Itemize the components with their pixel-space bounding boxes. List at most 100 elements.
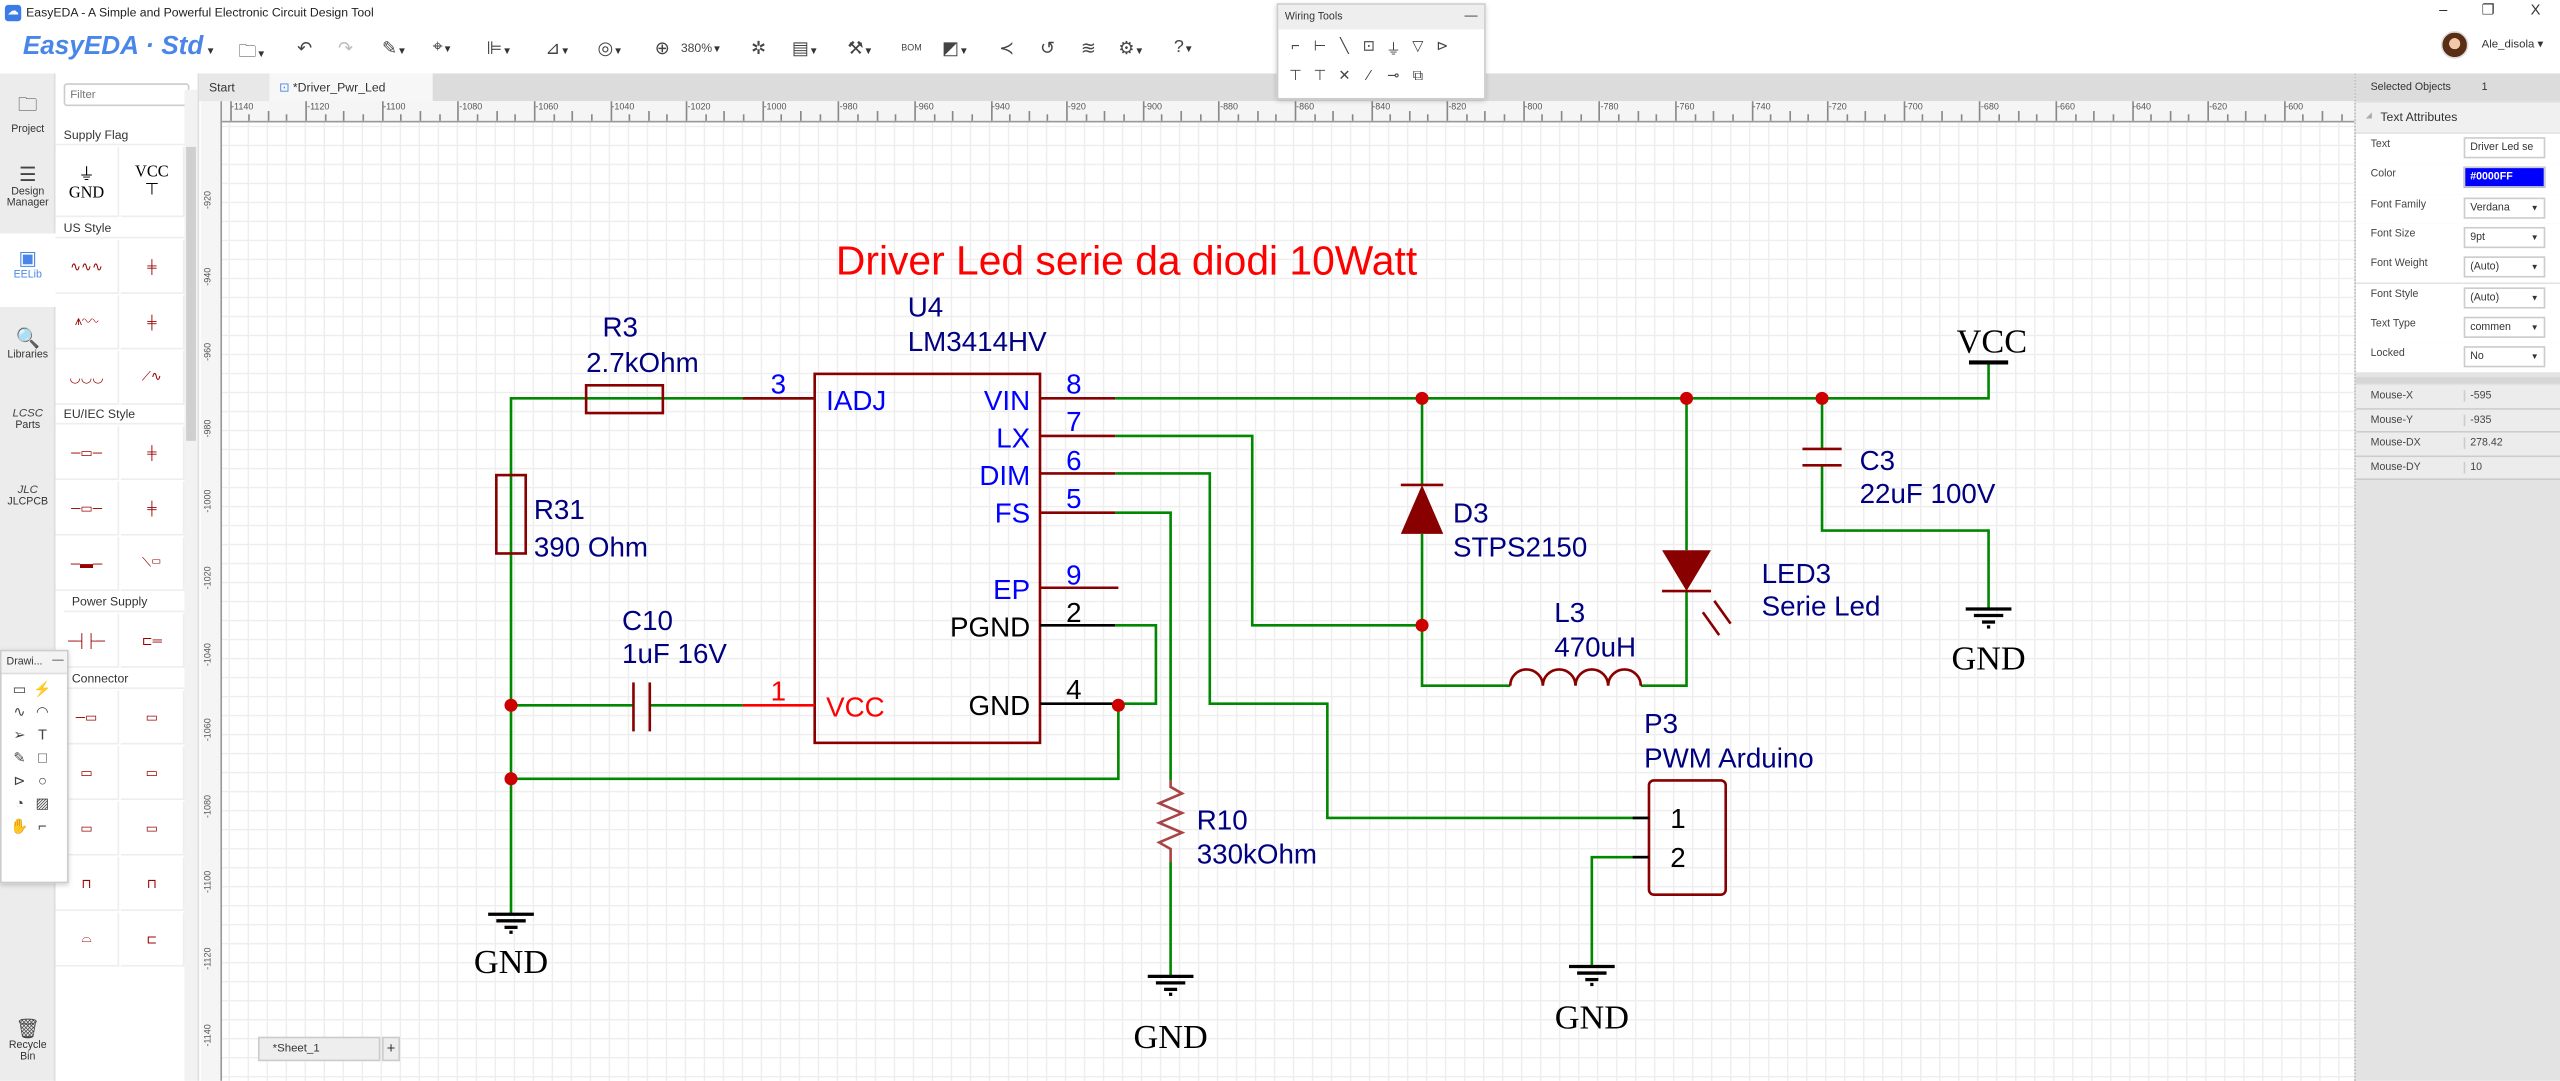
theme-icon[interactable]: ◩▼: [942, 39, 969, 59]
lib-item-header-2x3[interactable]: ▭: [120, 801, 185, 856]
ground-icon[interactable]: ⏚: [1386, 40, 1401, 58]
property-value-font-family[interactable]: Verdana▼: [2463, 196, 2546, 219]
lib-item-audio-jack[interactable]: ⊏: [120, 912, 185, 967]
layers-icon[interactable]: ≋: [1080, 39, 1096, 59]
bom-button[interactable]: BOM: [901, 44, 922, 54]
sidebar-item-recycle-bin[interactable]: 🗑Recycle Bin: [0, 1017, 56, 1063]
align-icon[interactable]: ⊫▼: [486, 39, 512, 59]
lib-item-capacitor-eu[interactable]: ╪: [120, 426, 185, 480]
undo-icon[interactable]: ↶: [297, 39, 313, 59]
user-menu[interactable]: [2440, 31, 2469, 59]
lib-item-rj45[interactable]: ⊓: [55, 857, 120, 912]
sidebar-item-project[interactable]: 🗀Project: [0, 90, 56, 135]
plus5v-flag-icon[interactable]: ⊤: [1313, 66, 1327, 84]
property-value-text[interactable]: Driver Led se: [2463, 137, 2546, 159]
add-sheet-button[interactable]: +: [382, 1036, 400, 1062]
vcc-flag-icon[interactable]: ⊤: [1289, 66, 1302, 84]
rectangle-icon[interactable]: □: [38, 749, 47, 766]
avatar[interactable]: [2440, 31, 2469, 59]
property-value-font-style[interactable]: (Auto)▼: [2463, 286, 2546, 308]
polygon-icon[interactable]: ⊳: [13, 772, 26, 789]
lib-item-resistor-filled[interactable]: ─▬─: [55, 537, 120, 592]
sidebar-item-libraries[interactable]: 🔍Libraries: [0, 327, 56, 361]
group-icon[interactable]: ⧉: [1412, 66, 1424, 84]
lib-item-potentiometer-us[interactable]: ⩚∿∿: [55, 295, 120, 350]
lib-item-potentiometer-eu[interactable]: ─▭─: [55, 481, 120, 536]
gear-icon[interactable]: ⚙▼: [1118, 39, 1145, 59]
property-value-font-weight[interactable]: (Auto)▼: [2463, 256, 2546, 278]
zoom-icon[interactable]: ⊕: [654, 39, 670, 59]
restore-button[interactable]: ❐: [2481, 1, 2495, 18]
pin-icon[interactable]: ⌖▼: [432, 37, 453, 58]
close-button[interactable]: X: [2530, 1, 2541, 18]
tab-start[interactable]: Start: [199, 73, 270, 102]
wiring-tools-minimize[interactable]: —: [1464, 8, 1478, 23]
property-value-color[interactable]: #0000FF: [2463, 167, 2546, 189]
sidebar-item-design-manager[interactable]: ☰Design Manager: [0, 163, 56, 209]
freehand-icon[interactable]: ✎: [13, 749, 26, 766]
arc-icon[interactable]: ◠: [36, 703, 49, 720]
arrowhead-icon[interactable]: ➢: [13, 726, 26, 743]
star-icon[interactable]: ✲: [751, 39, 767, 59]
lib-item-polarized-cap-eu[interactable]: ╪: [120, 481, 185, 536]
lib-item-gnd[interactable]: ⏚GND: [55, 146, 120, 218]
eye-icon[interactable]: ◎▼: [597, 39, 623, 59]
folder-icon[interactable]: 🗀▼: [238, 42, 267, 63]
wire-icon[interactable]: ⌐: [1291, 37, 1300, 54]
text-attributes-section[interactable]: ◢ Text Attributes: [2355, 102, 2560, 133]
bus-entry-icon[interactable]: ╲: [1340, 37, 1349, 54]
lib-item-capacitor-us[interactable]: ╪: [120, 239, 185, 294]
tools-icon[interactable]: ⚒▼: [847, 39, 874, 59]
lib-item-header-2[interactable]: ▭: [120, 690, 185, 745]
lib-item-header-2x2b[interactable]: ▭: [120, 746, 185, 800]
property-value-text-type[interactable]: commen▼: [2463, 316, 2546, 338]
logo-menu-caret[interactable]: ▼: [205, 47, 216, 58]
sheet-tab[interactable]: *Sheet_1: [257, 1036, 381, 1062]
line-icon[interactable]: ⚡: [33, 680, 52, 698]
net-port-icon[interactable]: ▽: [1412, 37, 1424, 54]
property-value-locked[interactable]: No▼: [2463, 346, 2546, 368]
lib-item-polarized-cap-us[interactable]: ╪: [120, 295, 185, 350]
lib-item-dsub[interactable]: ⌓: [55, 912, 120, 967]
lib-item-vcc[interactable]: VCC⊤: [120, 146, 185, 218]
pencil-icon[interactable]: ✎▼: [382, 39, 407, 59]
text-icon[interactable]: T: [37, 726, 47, 743]
lib-item-resistor-us[interactable]: ∿∿∿: [55, 239, 120, 294]
lib-item-resistor-diag-eu[interactable]: ⟍▭: [120, 537, 185, 592]
easyeda-logo[interactable]: EasyEDA · Std: [22, 32, 204, 61]
help-icon[interactable]: ?▼: [1173, 37, 1194, 58]
property-value-font-size[interactable]: 9pt▼: [2463, 226, 2546, 248]
net-flag-icon[interactable]: ⊳: [1436, 37, 1449, 54]
lib-item-header-2-pin[interactable]: ▭: [55, 801, 120, 856]
lib-item-resistor-eu[interactable]: ─▭─: [55, 426, 120, 480]
net-label-icon[interactable]: ⊡: [1362, 37, 1376, 54]
library-scrollbar-thumb[interactable]: [186, 146, 196, 441]
no-connect-icon[interactable]: ✕: [1338, 66, 1351, 84]
redo-icon[interactable]: ↷: [337, 39, 354, 59]
bus-icon[interactable]: ⊢: [1313, 37, 1327, 54]
image-icon[interactable]: ▨: [35, 795, 50, 812]
bezier-icon[interactable]: ∿: [13, 703, 26, 720]
pan-hand-icon[interactable]: ✋: [10, 817, 29, 835]
lib-item-rj45b[interactable]: ⊓: [120, 857, 185, 912]
history-icon[interactable]: ↺: [1039, 39, 1056, 59]
drawing-tools-minimize[interactable]: —: [52, 654, 64, 667]
sidebar-item-eelib[interactable]: ▣EELib: [0, 233, 56, 307]
lib-item-header-1[interactable]: ─▭: [55, 690, 120, 745]
schematic-canvas[interactable]: [222, 122, 2355, 1081]
lib-item-battery[interactable]: ─┤├─: [55, 613, 120, 668]
tab-driver-pwr-led[interactable]: ⊡ *Driver_Pwr_Led: [269, 73, 433, 102]
pin-icon[interactable]: ⊸: [1387, 66, 1400, 84]
measure-icon[interactable]: ⊿▼: [545, 39, 571, 59]
filter-input[interactable]: [63, 83, 190, 107]
lib-item-header-2x2[interactable]: ▭: [55, 746, 120, 800]
zoom-level[interactable]: 380%▼: [680, 40, 722, 56]
lib-item-inductor-us[interactable]: ◡◡◡: [55, 351, 120, 405]
board-icon[interactable]: ▤▼: [791, 39, 819, 59]
lib-item-resistor-diag-us[interactable]: ⟋∿: [120, 351, 185, 405]
ellipse-icon[interactable]: ○: [38, 772, 47, 789]
user-name[interactable]: Ale_disola ▾: [2481, 39, 2544, 51]
minimize-button[interactable]: –: [2439, 1, 2448, 18]
